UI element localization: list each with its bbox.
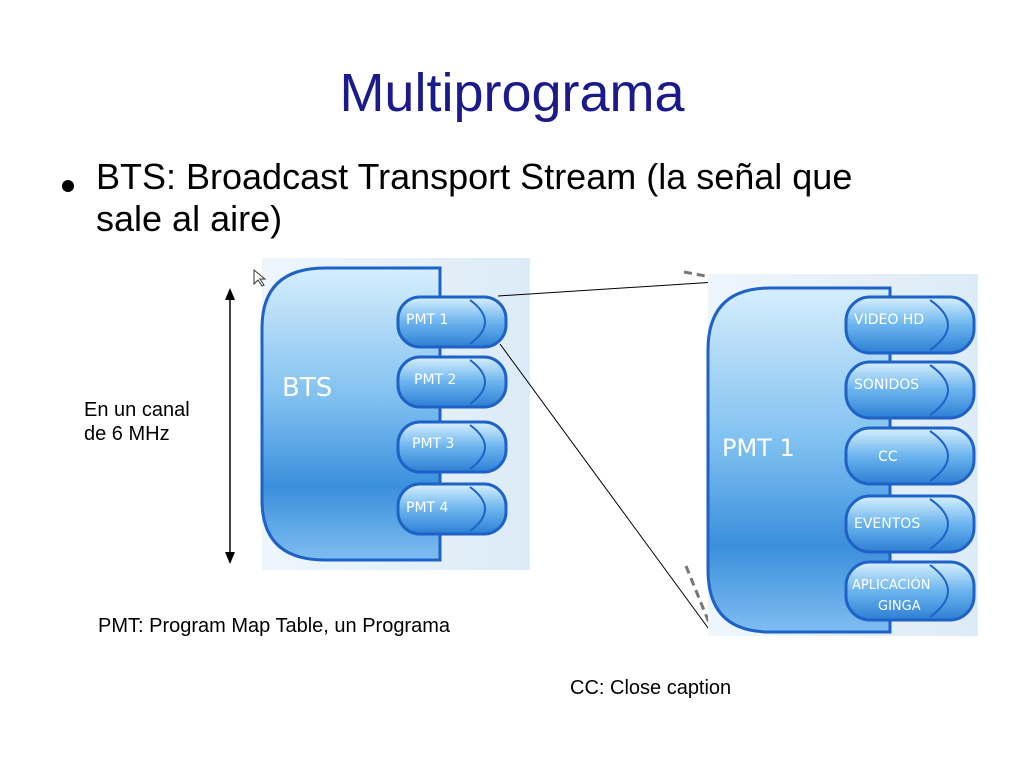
pmt-pill-4-label: EVENTOS [854,516,920,532]
pmt-pill-2-label: SONIDOS [854,377,919,393]
pmt-pill-2 [844,360,976,420]
pmt-pill-1-label: VIDEO HD [854,312,924,328]
pmt-pill-3 [844,426,976,486]
pmt-pill-5-label-line-2: GINGA [878,599,921,614]
range-arrow [225,288,235,564]
bullet-text: BTS: Broadcast Transport Stream (la seña… [96,156,853,239]
bts-block [260,266,442,562]
pmt-pill-1 [844,295,976,355]
pmt-label: PMT 1 [722,434,795,462]
pmt-pill-4 [844,494,976,554]
range-label: En un canal de 6 MHz [84,399,190,445]
slide-title: Multiprograma [339,63,685,123]
cc-definition-note: CC: Close caption [570,677,732,699]
zoom-line-top [497,281,717,297]
bts-pill-2 [396,355,508,409]
cursor-icon [253,268,267,287]
pmt-pill-5 [844,560,976,622]
dashed-edge-bottom [684,565,714,631]
bts-pill-2-label: PMT 2 [414,372,456,388]
zoom-line-bottom [499,343,715,637]
bts-pill-4 [396,482,508,536]
pmt-block [706,286,892,634]
bts-pill-1-label: PMT 1 [406,312,448,328]
bts-pill-3 [396,420,508,474]
bts-pill-3-label: PMT 3 [412,436,454,452]
pmt-definition-note: PMT: Program Map Table, un Programa [98,615,451,637]
bts-pill-4-label: PMT 4 [406,500,449,516]
bullet-dot-icon [62,180,74,192]
bts-pill-1 [396,295,508,349]
pmt-pill-3-label: CC [878,449,898,465]
bts-label: BTS [282,373,332,403]
pmt-pill-5-label-line-1: APLICACIÓN [852,577,930,593]
